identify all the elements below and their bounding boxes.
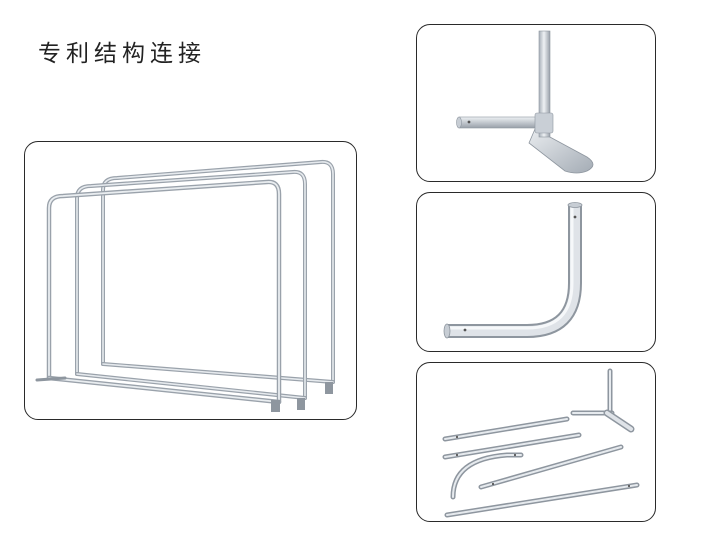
elbow-panel [416,192,656,352]
frame-middle [75,169,307,410]
frame-front [35,179,282,412]
curved-elbow-tube-icon [443,202,583,339]
disassembled-parts-icon [442,368,640,518]
frame-back [101,159,335,394]
t-base-foot-icon [456,30,594,174]
t-base-panel [416,24,656,182]
page-title: 专利结构连接 [38,41,206,67]
parts-panel [416,362,656,522]
frame-assembly-icon [35,159,335,412]
frame-assembly-panel [24,141,357,420]
